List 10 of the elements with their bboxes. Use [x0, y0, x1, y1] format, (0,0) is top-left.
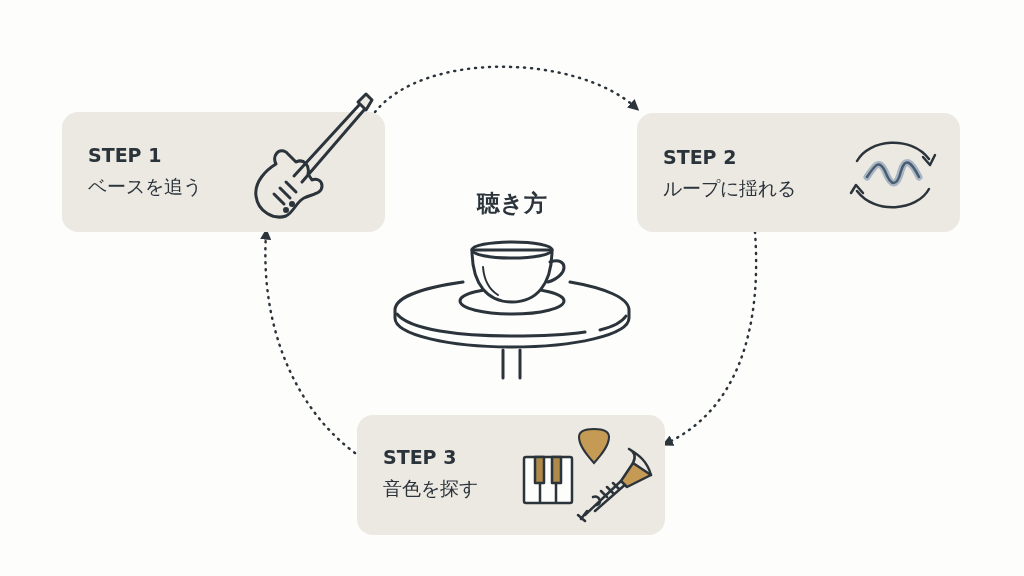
step-label: ループに揺れる — [663, 176, 796, 201]
step-label: 音色を探す — [383, 476, 478, 501]
step-number: STEP 3 — [383, 446, 457, 468]
step-box — [637, 113, 960, 232]
step-number: STEP 1 — [88, 144, 162, 166]
step-box — [357, 415, 665, 535]
arrow — [373, 65, 640, 114]
step-label: ベースを追う — [88, 174, 202, 199]
diagram-title: 聴き方 — [475, 189, 548, 218]
step-number: STEP 2 — [663, 146, 737, 168]
